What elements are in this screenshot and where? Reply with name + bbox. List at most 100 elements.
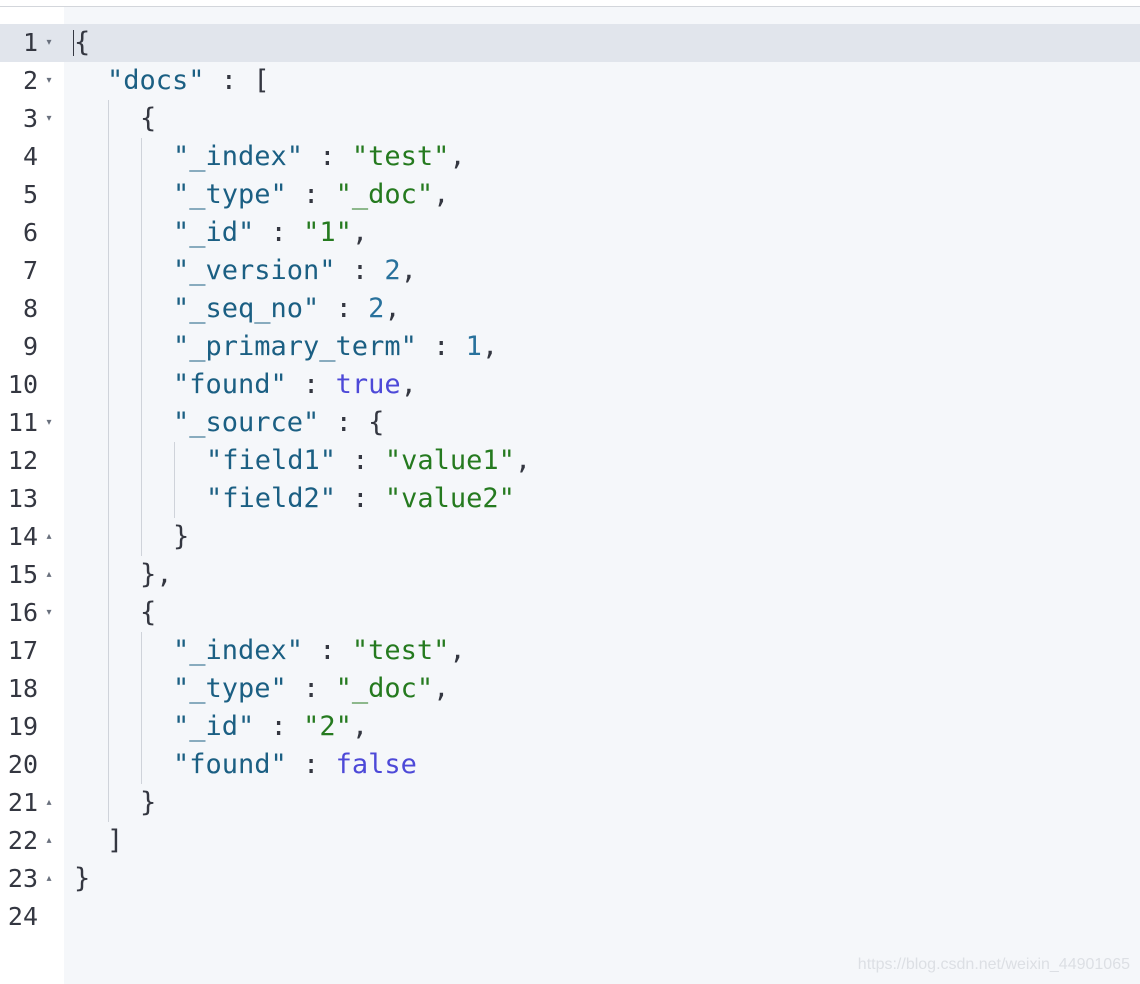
code-text[interactable]: "found" : true, [173,366,417,404]
code-text[interactable]: ] [107,822,123,860]
code-text[interactable]: "field1" : "value1", [206,442,531,480]
code-text[interactable]: "_seq_no" : 2, [173,290,401,328]
code-token: 2 [368,293,385,324]
code-line[interactable]: 24 [0,898,1140,936]
chevron-up-icon[interactable]: ▴ [46,531,52,542]
chevron-down-icon[interactable]: ▾ [46,417,52,428]
code-line[interactable]: 23▴} [0,860,1140,898]
code-token: : [335,255,385,286]
code-line[interactable]: 3 ▾ { [0,100,1140,138]
indent-guide [141,290,142,328]
code-text[interactable]: "field2" : "value2" [206,480,515,518]
indent-guide [108,328,109,366]
code-line[interactable]: 17"_index" : "test", [0,632,1140,670]
indent-guide [174,442,175,480]
code-token: , [514,445,532,476]
code-text[interactable]: } [140,784,156,822]
code-text[interactable]: "_index" : "test", [173,632,466,670]
code-line[interactable]: 21▴} [0,784,1140,822]
chevron-up-icon[interactable]: ▴ [46,835,52,846]
code-line[interactable]: 15▴}, [0,556,1140,594]
code-text[interactable]: "_index" : "test", [173,138,466,176]
code-token: : [303,635,352,666]
code-text[interactable]: "_id" : "2", [173,708,368,746]
code-line[interactable]: 7"_version" : 2, [0,252,1140,290]
code-text[interactable]: "found" : false [173,746,417,784]
code-line[interactable]: 4"_index" : "test", [0,138,1140,176]
indent-guide [108,594,109,632]
code-text[interactable]: } [173,518,189,556]
code-text[interactable]: { [140,594,156,632]
code-lines[interactable]: 1 ▾ {2 ▾ "docs" : [ 3 ▾ {4"_index" : "test",5"_… [0,24,1140,936]
code-line[interactable]: 5"_type" : "_doc", [0,176,1140,214]
code-token: "value2" [384,483,515,514]
code-line[interactable]: 14▴} [0,518,1140,556]
code-line[interactable]: 16▾{ [0,594,1140,632]
line-number: 3 [22,104,38,133]
code-line[interactable]: 20"found" : false [0,746,1140,784]
code-line[interactable]: 11▾"_source" : { [0,404,1140,442]
code-text[interactable]: "_version" : 2, [173,252,417,290]
chevron-down-icon[interactable]: ▾ [46,113,52,124]
line-number: 1 [22,28,38,57]
code-line[interactable]: 9"_primary_term" : 1, [0,328,1140,366]
code-token: "found" [173,749,287,780]
chevron-up-icon[interactable]: ▴ [46,797,52,808]
code-text[interactable]: "_primary_term" : 1, [173,328,498,366]
code-text[interactable]: { [74,24,90,62]
code-token: , [400,255,417,286]
code-line[interactable]: 19"_id" : "2", [0,708,1140,746]
code-token: : [254,217,304,248]
indent-guide [108,176,109,214]
code-line[interactable]: 2▾"docs" : [ [0,62,1140,100]
code-text[interactable]: "_type" : "_doc", [173,670,449,708]
code-token: true [335,369,401,400]
code-line[interactable]: 10 "found" : true, [0,366,1140,404]
indent-guide [141,518,142,556]
code-text[interactable]: "_type" : "_doc", [173,176,449,214]
code-text[interactable]: }, [140,556,173,594]
code-token: { [140,597,157,628]
code-line[interactable]: 12 "field1" : "value1", [0,442,1140,480]
code-line[interactable]: 18"_type" : "_doc", [0,670,1140,708]
code-token: "_type" [173,179,287,210]
code-line[interactable]: 22▴] [0,822,1140,860]
indent-guide [108,556,109,594]
line-number-gutter [0,7,64,984]
code-text[interactable]: { [140,100,156,138]
code-text[interactable]: "_id" : "1", [173,214,368,252]
indent-guide [141,366,142,404]
code-token: , [481,331,499,362]
code-line[interactable]: 6"_id" : "1", [0,214,1140,252]
editor-top-border [0,6,1140,7]
code-token: , [384,293,401,324]
chevron-down-icon[interactable]: ▾ [46,37,52,48]
code-token: : [286,179,336,210]
code-text[interactable]: "_source" : { [173,404,384,442]
indent-guide [108,404,109,442]
line-number: 13 [7,484,38,513]
active-line-highlight [0,24,1140,62]
chevron-down-icon[interactable]: ▾ [46,75,52,86]
code-token: , [449,635,466,666]
code-token: "found" [173,369,287,400]
chevron-up-icon[interactable]: ▴ [46,569,52,580]
line-number: 12 [7,446,38,475]
chevron-up-icon[interactable]: ▴ [46,873,52,884]
code-token: "docs" [107,65,205,96]
indent-guide [141,442,142,480]
code-line[interactable]: 13 "field2" : "value2" [0,480,1140,518]
indent-guide [108,252,109,290]
code-line[interactable]: 8"_seq_no" : 2, [0,290,1140,328]
indent-guide [141,632,142,670]
chevron-down-icon[interactable]: ▾ [46,607,52,618]
editor-content-area[interactable] [64,7,1140,984]
line-number: 10 [7,370,38,399]
code-token: "test" [351,141,450,172]
code-token: 1 [465,331,482,362]
code-text[interactable]: } [74,860,90,898]
code-line[interactable]: 1 ▾ { [0,24,1140,62]
code-text[interactable]: "docs" : [ [107,62,270,100]
code-token: "_doc" [335,673,434,704]
